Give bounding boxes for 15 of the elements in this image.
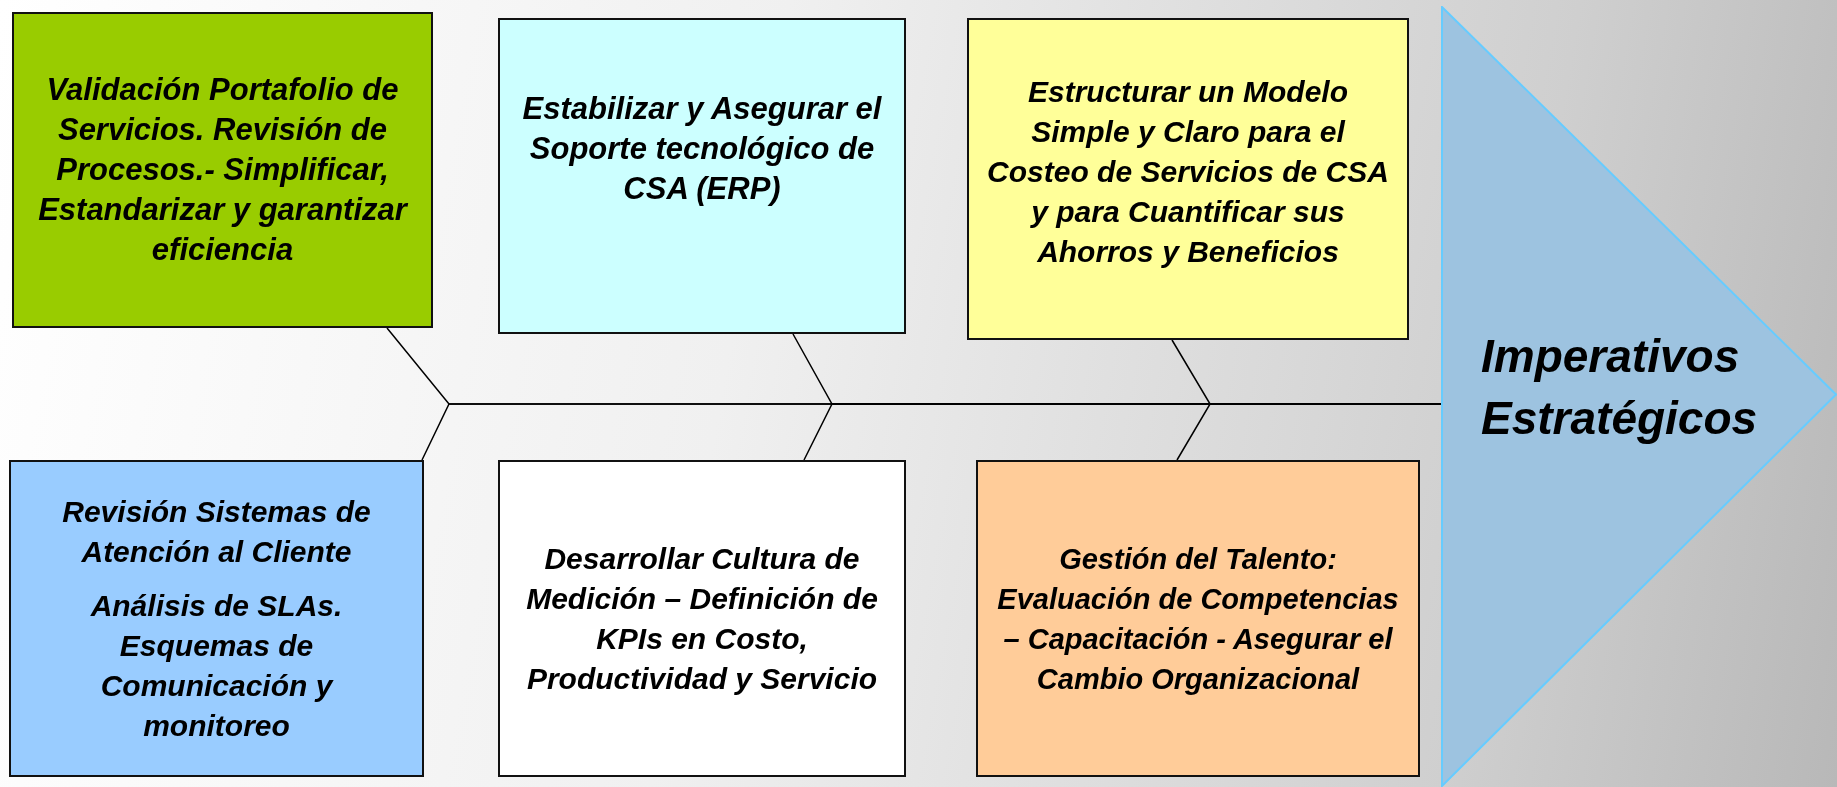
box-text: Revisión Sistemas de Atención al Cliente bbox=[61, 493, 372, 570]
box-text: Estabilizar y Asegurar el Soporte tecnológico de CSA (ERP) bbox=[521, 90, 883, 208]
cause-box bbox=[9, 460, 424, 777]
box-subtext: Análisis de SLAs. Esquemas de Comunicación y monitoreo bbox=[89, 587, 344, 744]
cause-box bbox=[498, 18, 906, 334]
fishbone-line bbox=[1176, 403, 1442, 461]
box-text: Validación Portafolio de Servicios. Revisión de Procesos.- Simplificar, Estandarizar y garantizar eficiencia bbox=[37, 71, 409, 269]
cause-box bbox=[12, 12, 433, 328]
box-text: Desarrollar Cultura de Medición – Definición de KPIs en Costo, Productividad y Servicio bbox=[525, 540, 879, 697]
cause-box bbox=[967, 18, 1409, 340]
cause-box bbox=[976, 460, 1420, 777]
chevron-label: Imperativos Estratégicos bbox=[1481, 328, 1759, 446]
cause-box bbox=[498, 460, 906, 777]
box-text: Estructurar un Modelo Simple y Claro para el Costeo de Servicios de CSA y para Cuantificar sus Ahorros y Beneficios bbox=[986, 74, 1390, 270]
box-text: Gestión del Talento: Evaluación de Competencias – Capacitación - Asegurar el Cambio Organizacional bbox=[996, 541, 1400, 697]
